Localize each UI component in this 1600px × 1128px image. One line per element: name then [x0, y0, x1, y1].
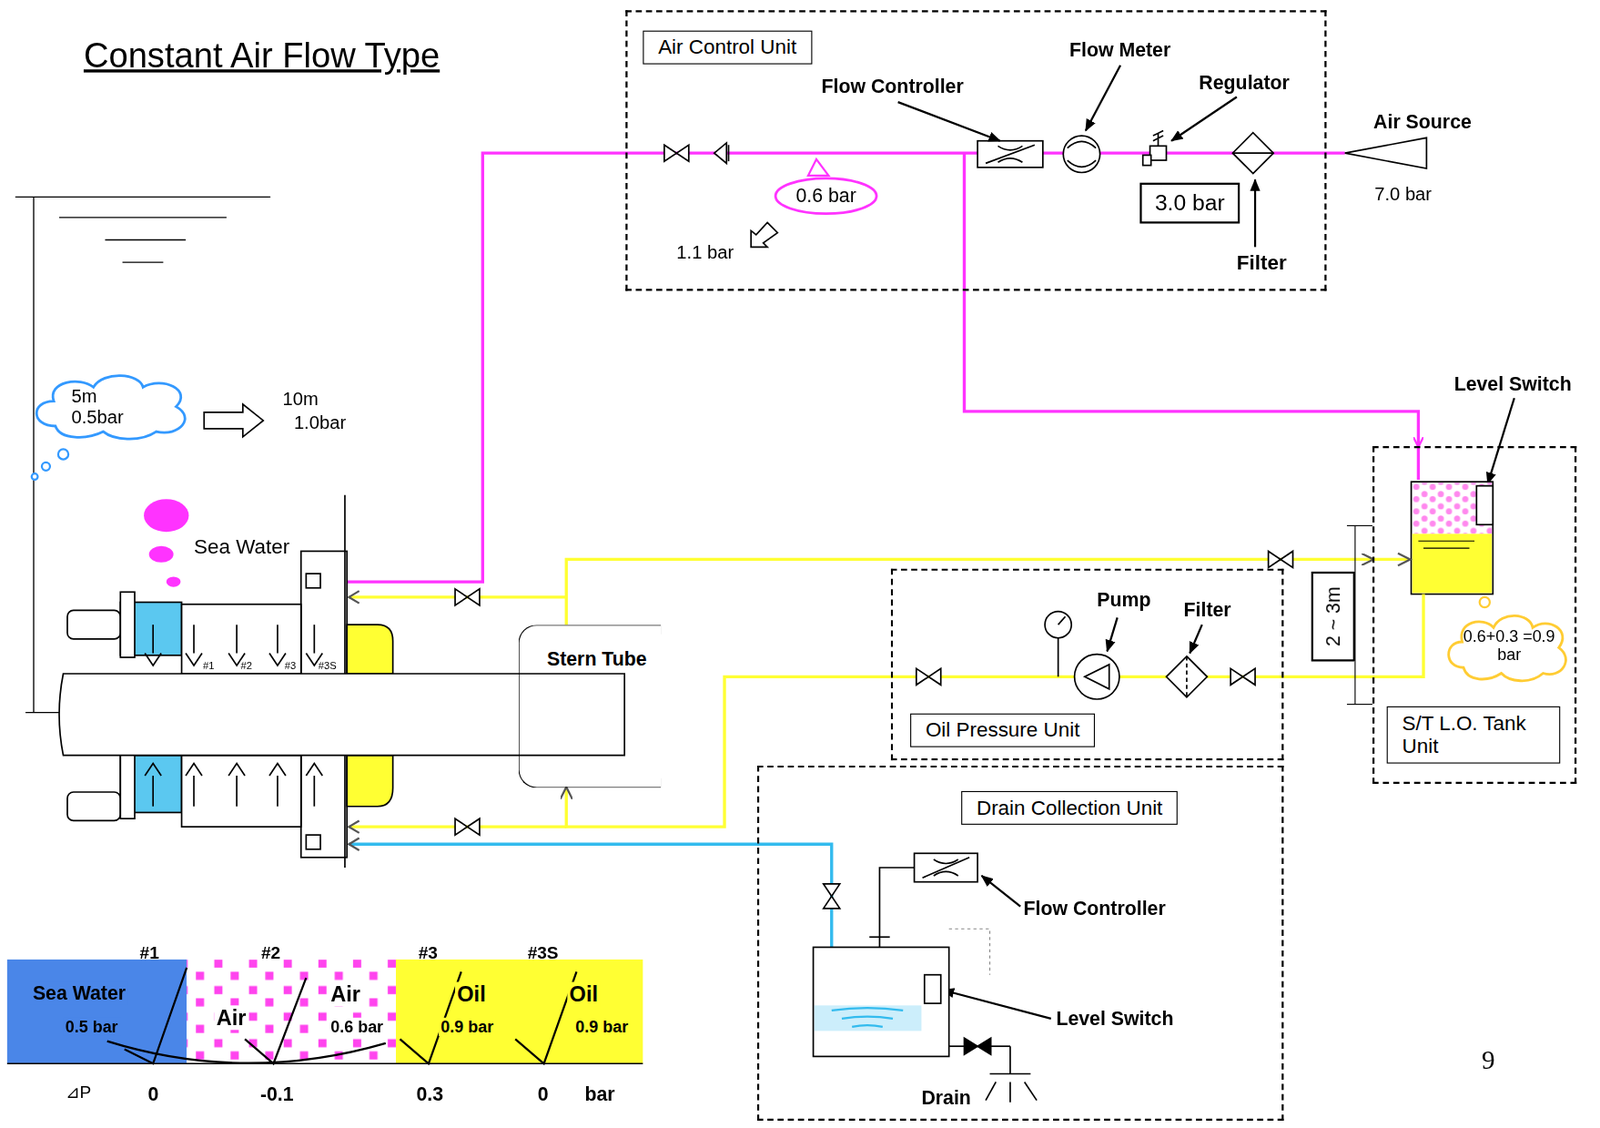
stern-tube: Stern Tube — [518, 624, 662, 788]
seal-number: #1 — [202, 659, 214, 671]
axis-label: ⊿P — [65, 1083, 92, 1104]
seal-ring — [151, 775, 154, 807]
component-label: Pump — [1096, 589, 1151, 611]
pressure-value: 1.0bar — [293, 413, 346, 434]
pressure-band: Sea Water 0.5 bar — [7, 959, 187, 1064]
component-label: Filter — [1236, 251, 1287, 274]
unit-label: bar — [584, 1083, 615, 1105]
node-text: Drain Collection Unit — [961, 790, 1178, 825]
seal-number: #3 — [284, 659, 296, 671]
valve-symbol — [664, 144, 689, 162]
oil-line — [1283, 675, 1373, 679]
seal-ring — [313, 624, 315, 653]
node-text: Oil — [455, 982, 488, 1007]
component-label: Flow Controller — [1023, 898, 1166, 920]
cloud-outline — [36, 375, 185, 439]
node-text: 0.9 bar — [438, 1017, 496, 1037]
dimension-box: 2 ~ 3m — [1311, 571, 1356, 662]
node-text: 0.9 bar — [573, 1017, 630, 1037]
differential-value: -0.1 — [260, 1083, 294, 1105]
node-text: 0.5 bar — [63, 1017, 121, 1037]
page-number: 9 — [1481, 1045, 1496, 1075]
node-text: Air Control Unit — [642, 30, 812, 65]
node-text: Air — [213, 1004, 248, 1030]
node-text: Oil Pressure Unit — [910, 713, 1095, 748]
pressure-value: 7.0 bar — [1374, 184, 1432, 205]
cloud-outline — [1448, 615, 1567, 680]
component-label: Level Switch — [1055, 1008, 1174, 1030]
differential-value: 0 — [537, 1083, 549, 1105]
valve-symbol — [455, 818, 480, 835]
seal-ring — [276, 624, 279, 653]
node-outline — [30, 370, 197, 440]
callout-outline — [775, 178, 877, 214]
component-label: Filter — [1184, 599, 1232, 621]
depth-cloud: 5m 0.5bar — [30, 370, 197, 440]
seal-ring — [276, 775, 279, 807]
component-label: Regulator — [1198, 72, 1289, 94]
unit-region: Oil Pressure Unit — [891, 567, 1285, 760]
pressure-band: AirAir0.6 bar — [186, 959, 396, 1064]
valve-symbol — [916, 668, 942, 685]
seal-ring — [235, 775, 238, 807]
node-text: Stern Tube — [545, 648, 649, 670]
pressure-cloud: 0.6+0.3 =0.9 bar — [1443, 609, 1575, 681]
seal-number: #2 — [241, 659, 253, 671]
pressure-box: 3.0 bar — [1139, 182, 1240, 224]
node-text: 0.6 bar — [328, 1017, 385, 1037]
pressure-callout: 0.6 bar — [774, 177, 878, 214]
unit-region: Air Control Unit 3.0 bar 0.6 bar — [625, 10, 1327, 291]
seal-ring — [235, 624, 238, 653]
component-label: Drain — [921, 1087, 971, 1109]
node-text: Air — [328, 982, 363, 1007]
seal-lip — [144, 653, 162, 777]
seal-number: #1 — [140, 943, 160, 963]
diagram-title: Constant Air Flow Type — [83, 36, 440, 75]
seal-ring — [192, 775, 195, 807]
seal-lip — [269, 653, 286, 777]
node-text: 5m 0.5bar — [70, 385, 148, 428]
node-text: 0.6+0.3 =0.9 bar — [1459, 627, 1559, 665]
region-label: Sea Water — [193, 534, 290, 557]
node-text: 0.6 bar — [795, 184, 856, 207]
seal-ring — [313, 775, 315, 807]
unit-region: S/T L.O. Tank Unit 0.6+0.3 =0.9 bar — [1372, 445, 1577, 784]
unit-region: Drain Collection Unit — [757, 765, 1285, 1121]
valve-symbol — [455, 588, 480, 606]
valve-symbol — [823, 883, 841, 909]
node-text: 2 ~ 3m — [1322, 586, 1345, 647]
node-text: Sea Water — [30, 982, 129, 1004]
seal-ring — [192, 624, 195, 653]
seal-number: #3S — [527, 943, 559, 963]
node-text: S/T L.O. Tank Unit — [1387, 706, 1561, 764]
component-label: Air Source — [1373, 111, 1472, 133]
pressure-band: Oil 0.9 bar — [510, 959, 644, 1064]
node-text: 3.0 bar — [1154, 190, 1226, 216]
valve-symbol — [1230, 668, 1256, 685]
component-label: Level Switch — [1454, 374, 1572, 395]
node-text: Oil — [567, 982, 600, 1007]
differential-value: 0.3 — [415, 1083, 444, 1105]
seal-ring — [151, 624, 154, 653]
component-label: Flow Controller — [821, 76, 964, 98]
pressure-band: Oil 0.9 bar — [395, 959, 511, 1064]
differential-value: 0 — [148, 1083, 160, 1105]
seal-lip — [185, 653, 203, 777]
seal-number: #3S — [318, 659, 337, 671]
seal-number: #2 — [261, 943, 281, 963]
pressure-value: 1.1 bar — [676, 243, 734, 264]
valve-symbol — [1268, 550, 1294, 568]
seal-number: #3 — [418, 943, 438, 963]
component-label: Flow Meter — [1069, 40, 1171, 61]
air-line — [964, 291, 1419, 446]
depth-value: 10m — [283, 389, 319, 410]
